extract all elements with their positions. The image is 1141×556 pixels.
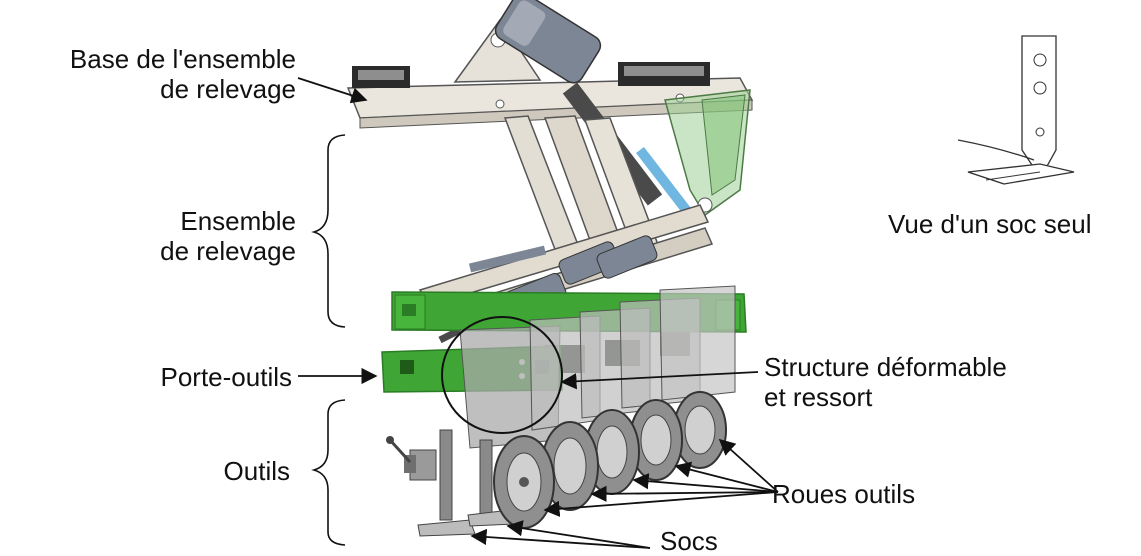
single-soc-view	[957, 35, 1075, 185]
arrow-roue-3	[632, 473, 779, 493]
label-structure-line2: et ressort	[764, 382, 873, 412]
label-vue-soc: Vue d'un soc seul	[888, 209, 1092, 239]
soc-blade-1	[417, 519, 476, 537]
arrow-roue-4	[590, 485, 779, 502]
arrow-roue-5	[543, 491, 779, 517]
label-ensemble-line1: Ensemble	[180, 206, 296, 236]
label-base-line1: Base de l'ensemble	[69, 44, 296, 74]
label-structure-line1: Structure déformable	[764, 352, 1007, 382]
brace-outils	[311, 399, 346, 546]
label-ensemble: Ensemble de relevage	[0, 206, 296, 266]
brace-ensemble	[311, 134, 346, 328]
label-outils: Outils	[223, 456, 290, 486]
label-ensemble-line2: de relevage	[160, 236, 296, 266]
label-roues: Roues outils	[772, 479, 916, 509]
label-structure: Structure déformable et ressort	[764, 352, 1007, 412]
label-socs: Socs	[660, 526, 718, 556]
tool-wheels	[493, 391, 727, 529]
arrow-roue-1	[718, 438, 779, 493]
arrow-soc-2	[506, 520, 651, 549]
deformable-structures	[459, 285, 736, 449]
arrow-structure	[560, 371, 759, 390]
lower-actuator-2	[596, 235, 658, 279]
arrow-base	[297, 77, 368, 104]
arrow-soc-1	[470, 528, 651, 549]
label-porte-outils: Porte-outils	[160, 362, 293, 392]
lifting-assembly	[346, 0, 754, 344]
tools	[386, 391, 727, 537]
label-base: Base de l'ensemble de relevage	[0, 44, 296, 104]
label-base-line2: de relevage	[160, 74, 296, 104]
arrow-roue-2	[674, 461, 779, 493]
